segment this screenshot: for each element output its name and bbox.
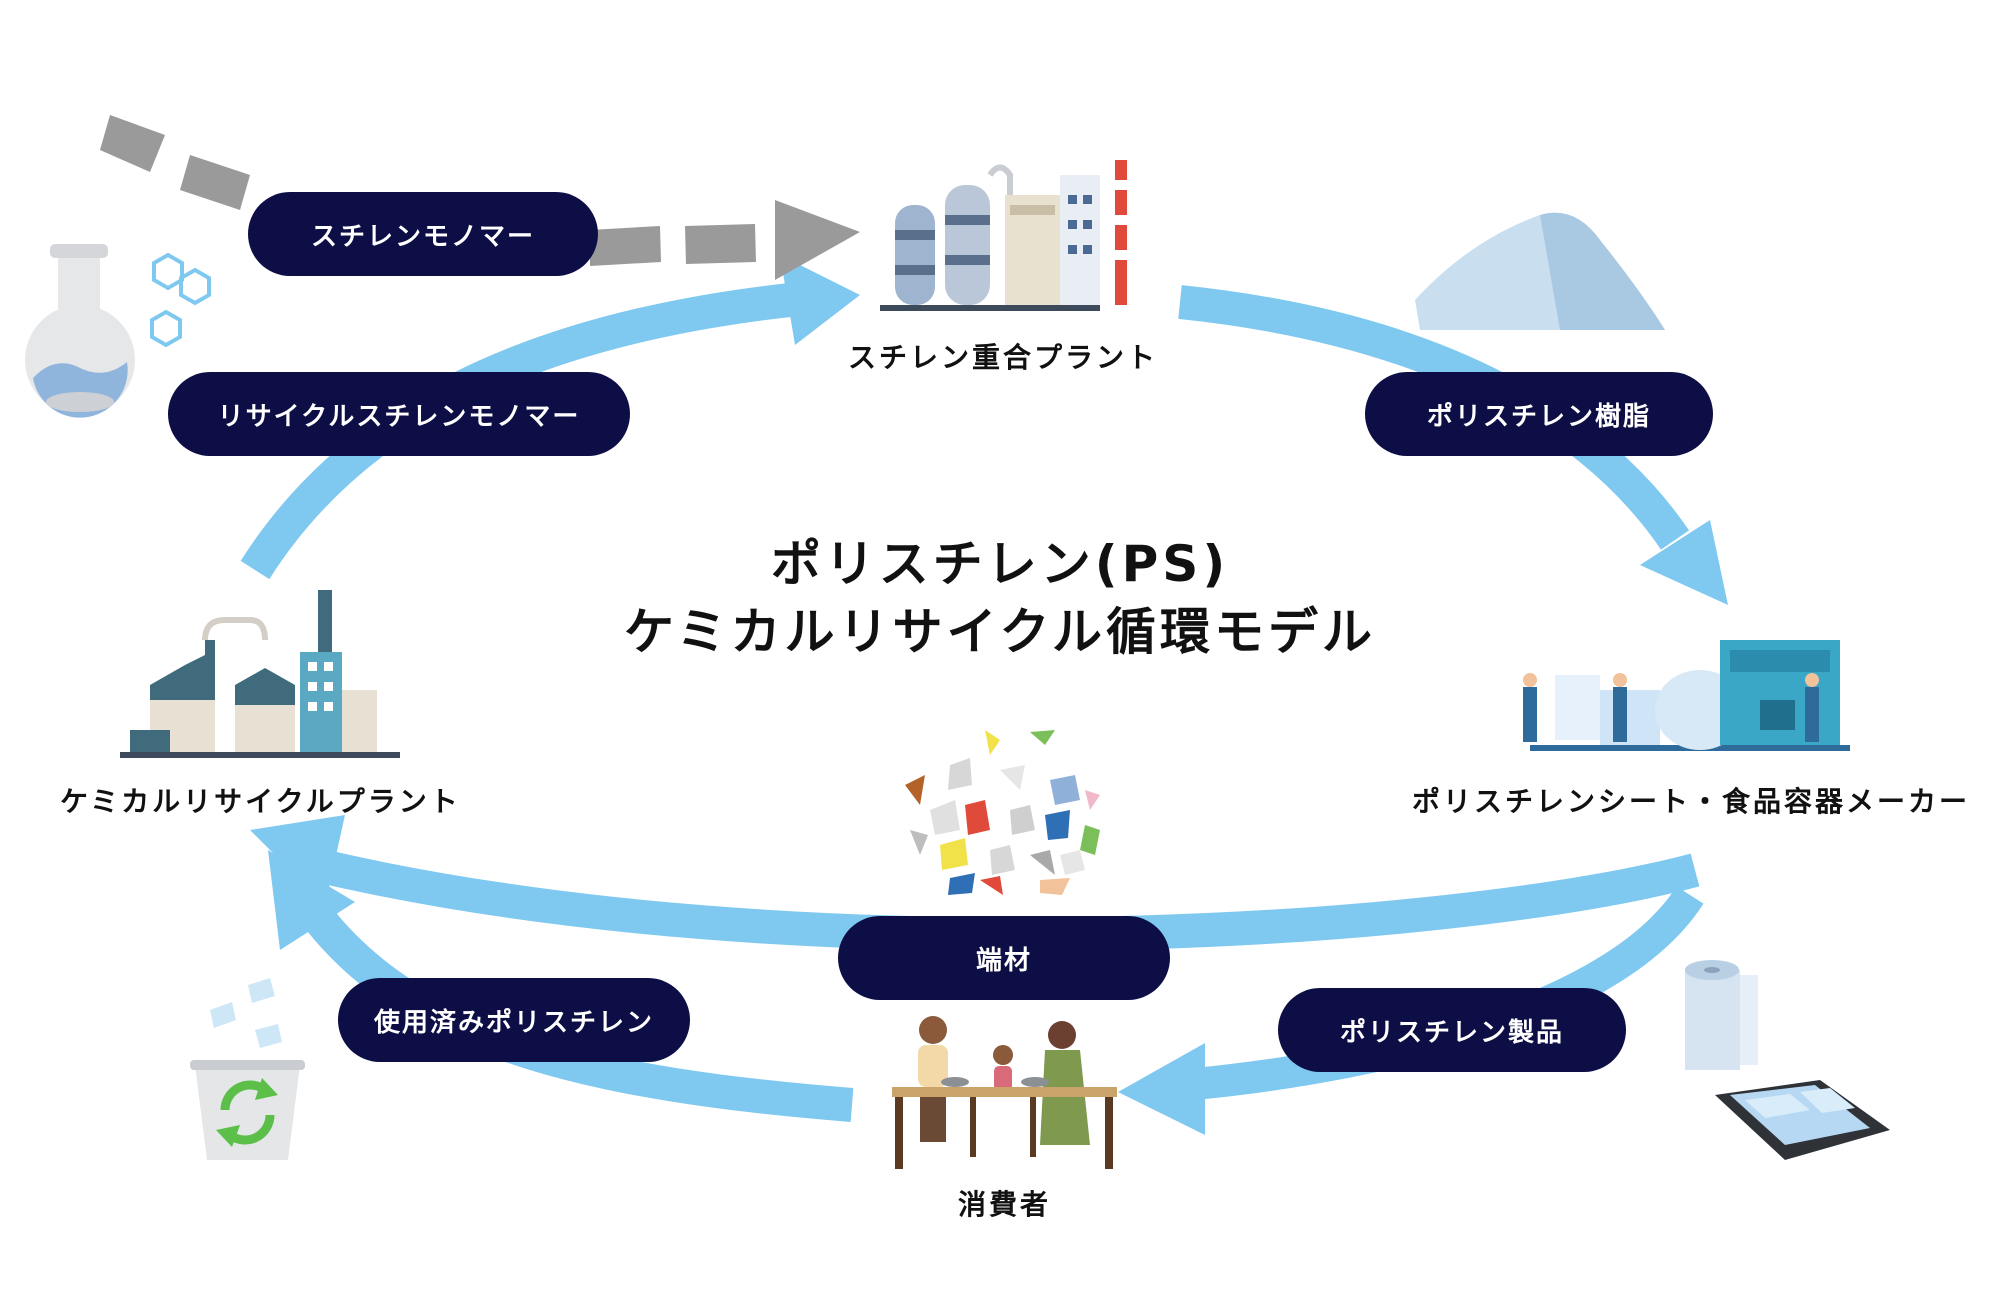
roll-and-tray-icon [1685,960,1890,1160]
label-sheet-maker: ポリスチレンシート・食品容器メーカー [1412,785,1971,818]
consumer-family-icon [892,1016,1117,1169]
pill-recycled-monomer: リサイクルスチレンモノマー [168,372,630,456]
label-consumer: 消費者 [958,1188,1052,1221]
diagram-title: ポリスチレン(PS) ケミカルリサイクル循環モデル [540,530,1460,666]
pill-styrene-monomer: スチレンモノマー [248,192,598,276]
resin-pile-icon [1415,212,1665,330]
label-polymerization-plant: スチレン重合プラント [848,341,1159,374]
label-chemical-plant: ケミカルリサイクルプラント [60,785,461,818]
pill-ps-resin: ポリスチレン樹脂 [1365,372,1713,456]
polymerization-plant-icon [880,160,1127,311]
molecule-icon [150,252,211,348]
title-line-2: ケミカルリサイクル循環モデル [624,603,1376,661]
recycle-bin-icon [190,978,305,1160]
title-line-1: ポリスチレン(PS) [770,535,1230,593]
scrap-pieces-icon [905,730,1100,895]
sheet-maker-icon [1523,640,1850,751]
pill-offcuts: 端材 [838,916,1170,1000]
arrow-monomer-input [100,115,860,280]
flask-icon [25,244,135,418]
chemical-plant-icon [120,590,400,758]
pill-used-ps: 使用済みポリスチレン [338,978,690,1062]
pill-ps-products: ポリスチレン製品 [1278,988,1626,1072]
